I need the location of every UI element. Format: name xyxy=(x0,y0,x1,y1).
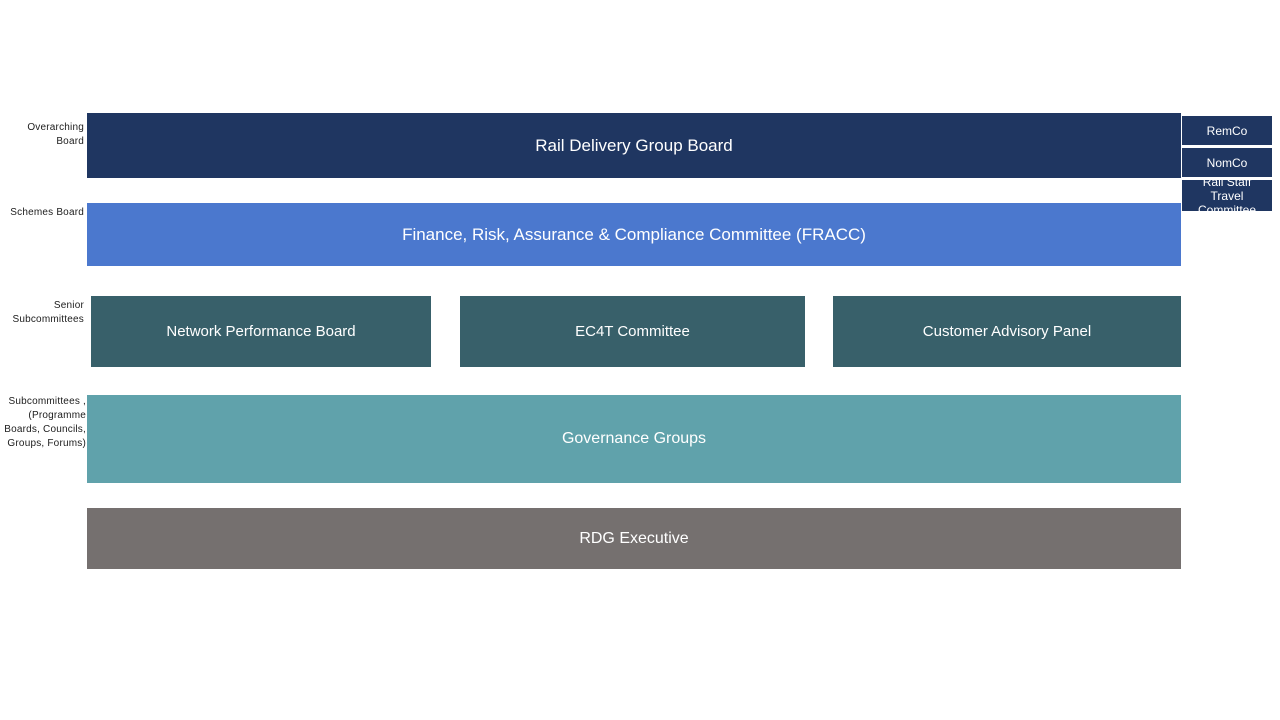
box-remco-label: RemCo xyxy=(1206,123,1248,138)
box-fracc-label: Finance, Risk, Assurance & Compliance Co… xyxy=(402,224,866,244)
box-ec4t-committee[interactable]: EC4T Committee xyxy=(460,296,805,367)
row-label-senior-subcommittees: Senior Subcommittees xyxy=(12,300,84,325)
box-ec4t-committee-label: EC4T Committee xyxy=(575,323,690,340)
box-nomco-label: NomCo xyxy=(1206,155,1248,170)
box-rdg-executive-label: RDG Executive xyxy=(579,529,689,547)
box-fracc[interactable]: Finance, Risk, Assurance & Compliance Co… xyxy=(87,203,1181,266)
row-label-schemes-board: Schemes Board xyxy=(10,207,84,218)
box-rail-delivery-group-board-label: Rail Delivery Group Board xyxy=(535,135,733,155)
box-customer-advisory-panel[interactable]: Customer Advisory Panel xyxy=(833,296,1181,367)
box-governance-groups-label: Governance Groups xyxy=(561,430,707,447)
row-label-overarching-board: Overarching Board xyxy=(27,122,84,147)
box-rail-delivery-group-board[interactable]: Rail Delivery Group Board xyxy=(87,113,1181,178)
box-rdg-executive[interactable]: RDG Executive xyxy=(87,508,1181,569)
box-customer-advisory-panel-label: Customer Advisory Panel xyxy=(922,323,1092,340)
box-remco[interactable]: RemCo xyxy=(1182,116,1272,145)
box-network-performance-board-label: Network Performance Board xyxy=(166,323,356,340)
box-rail-staff-travel-committee[interactable]: Rail Staff Travel Committee xyxy=(1182,175,1272,217)
row-label-subcommittees: Subcommittees , (Programme Boards, Counc… xyxy=(4,396,86,449)
box-nomco[interactable]: NomCo xyxy=(1182,148,1272,177)
box-network-performance-board[interactable]: Network Performance Board xyxy=(91,296,431,367)
box-governance-groups[interactable]: Governance Groups xyxy=(87,395,1181,483)
box-rail-staff-travel-committee-label: Rail Staff Travel Committee xyxy=(1197,174,1256,217)
